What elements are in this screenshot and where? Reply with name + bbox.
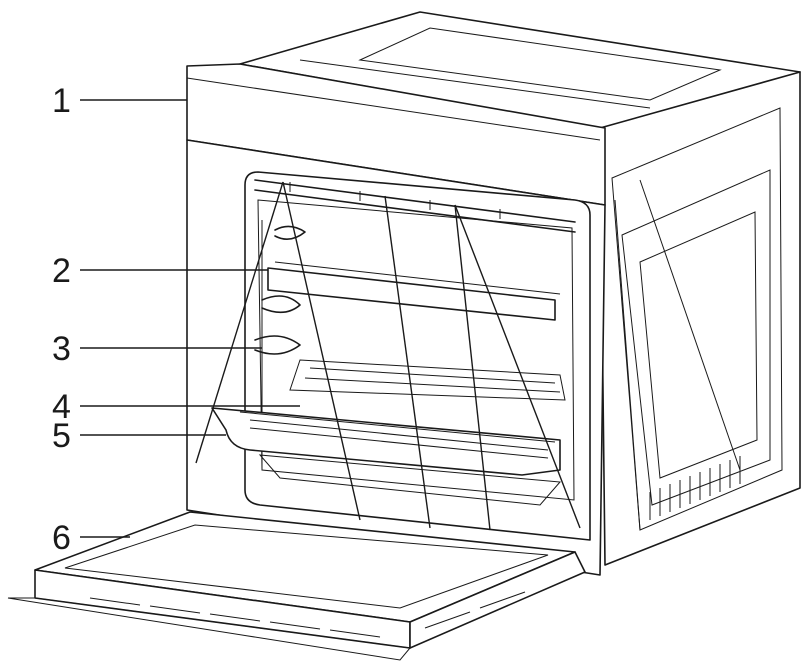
grill-pan: [211, 407, 562, 506]
oven-right-side: [599, 71, 801, 566]
callout-3: 3: [52, 330, 71, 368]
door-vent-slots: [89, 591, 526, 638]
callout-6: 6: [52, 519, 71, 557]
control-panel: [186, 63, 606, 206]
callout-2: 2: [52, 252, 71, 290]
pointer-lines: [195, 181, 581, 531]
callout-1: 1: [52, 82, 71, 120]
callout-5: 5: [52, 417, 71, 455]
oven-door: [7, 511, 586, 661]
leader-lines: [80, 99, 300, 538]
grill-element: [254, 179, 576, 233]
side-vent-slots: [649, 456, 741, 520]
callout-4: 4: [52, 388, 71, 426]
baking-tray: [267, 261, 561, 321]
callout-numbers: 1 2 3 4 5 6: [52, 82, 71, 557]
